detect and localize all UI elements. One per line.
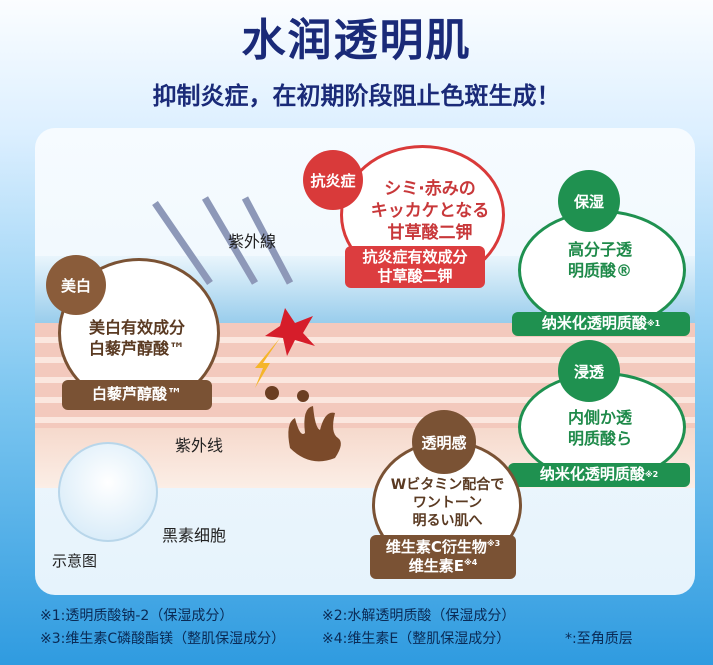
- moisture-text-2: 明质酸®: [567, 260, 632, 280]
- footnote-1: ※1:透明质酸钠-2（保湿成分）: [40, 608, 234, 624]
- footnote-4: ※4:维生素E（整肌保湿成分）: [322, 631, 511, 647]
- melanin-dot: [297, 390, 309, 402]
- page-title: 水润透明肌: [241, 15, 472, 66]
- moisture-bar-label: 纳米化透明质酸: [541, 314, 647, 333]
- clarity-text-2: ワントーン: [412, 495, 483, 512]
- ai-text-2: キッカケとなる: [370, 201, 490, 222]
- anti-inflammation-text: シミ·赤みのキッカケとなる甘草酸二钾: [360, 178, 500, 244]
- magnifier-circle: [58, 442, 158, 542]
- ai-bar-2: 甘草酸二钾: [377, 267, 453, 285]
- moisture-bar: 纳米化透明质酸※1: [512, 312, 690, 336]
- penetration-bar-note: ※2: [644, 469, 659, 479]
- moisture-text-1: 高分子透: [567, 240, 632, 259]
- clarity-bar-1-note: ※3: [486, 538, 501, 548]
- uv-label-left: 紫外线: [175, 436, 224, 455]
- penetration-badge: 浸透: [558, 340, 620, 402]
- ai-bar-1: 抗炎症有效成分: [362, 247, 468, 266]
- whitening-text-1: 美白有效成分: [88, 318, 185, 337]
- whitening-badge: 美白: [46, 255, 106, 315]
- anti-inflammation-badge: 抗炎症: [303, 150, 363, 210]
- footnote-3: ※3:维生素C磷酸酯镁（整肌保湿成分）: [40, 631, 286, 647]
- melanocyte-icon: [288, 406, 341, 462]
- subtitle: 抑制炎症，在初期阶段阻止色斑生成！: [152, 81, 561, 110]
- clarity-bar-2: 维生素E※4: [370, 557, 516, 577]
- clarity-bar-1-label: 维生素C衍生物: [385, 537, 487, 556]
- clarity-bar-2-note: ※4: [463, 558, 478, 567]
- moisture-text: 高分子透明质酸®: [530, 240, 670, 282]
- clarity-text-1: Wビタミン配合で: [390, 477, 505, 493]
- footnote-2: ※2:水解透明质酸（保湿成分）: [322, 608, 516, 624]
- clarity-bar-2-label: 维生素E: [408, 557, 464, 575]
- diagram-label: 示意图: [52, 552, 98, 570]
- whitening-text: 美白有效成分白藜芦醇酸™: [62, 318, 212, 360]
- clarity-text-3: 明るい肌へ: [412, 513, 483, 530]
- penetration-text-2: 明质酸ら: [567, 428, 632, 448]
- uv-arrows-icon: [152, 196, 315, 388]
- penetration-text: 内側か透明质酸ら: [530, 408, 670, 450]
- moisture-badge: 保湿: [558, 170, 620, 232]
- penetration-bar-label: 纳米化透明质酸: [539, 465, 645, 484]
- footnote-5: *:至角质层: [565, 631, 633, 647]
- melanin-dot: [265, 386, 279, 400]
- penetration-bar: 纳米化透明质酸※2: [508, 463, 690, 487]
- whitening-text-2: 白藜芦醇酸™: [88, 338, 185, 358]
- ai-text-3: 甘草酸二钾: [387, 223, 473, 244]
- clarity-text: Wビタミン配合でワントーン明るい肌へ: [375, 476, 520, 531]
- clarity-badge: 透明感: [412, 410, 476, 474]
- penetration-text-1: 内側か透: [567, 408, 632, 427]
- uv-label-top: 紫外線: [228, 232, 277, 251]
- ai-text-1: シミ·赤みの: [384, 179, 476, 199]
- moisture-bar-note: ※1: [646, 318, 661, 328]
- clarity-bar-1: 维生素C衍生物※3: [370, 538, 516, 558]
- melanocyte-label: 黑素细胞: [162, 526, 227, 545]
- whitening-bar: 白藜芦醇酸™: [62, 380, 212, 410]
- anti-inflammation-bar: 抗炎症有效成分甘草酸二钾: [345, 246, 485, 288]
